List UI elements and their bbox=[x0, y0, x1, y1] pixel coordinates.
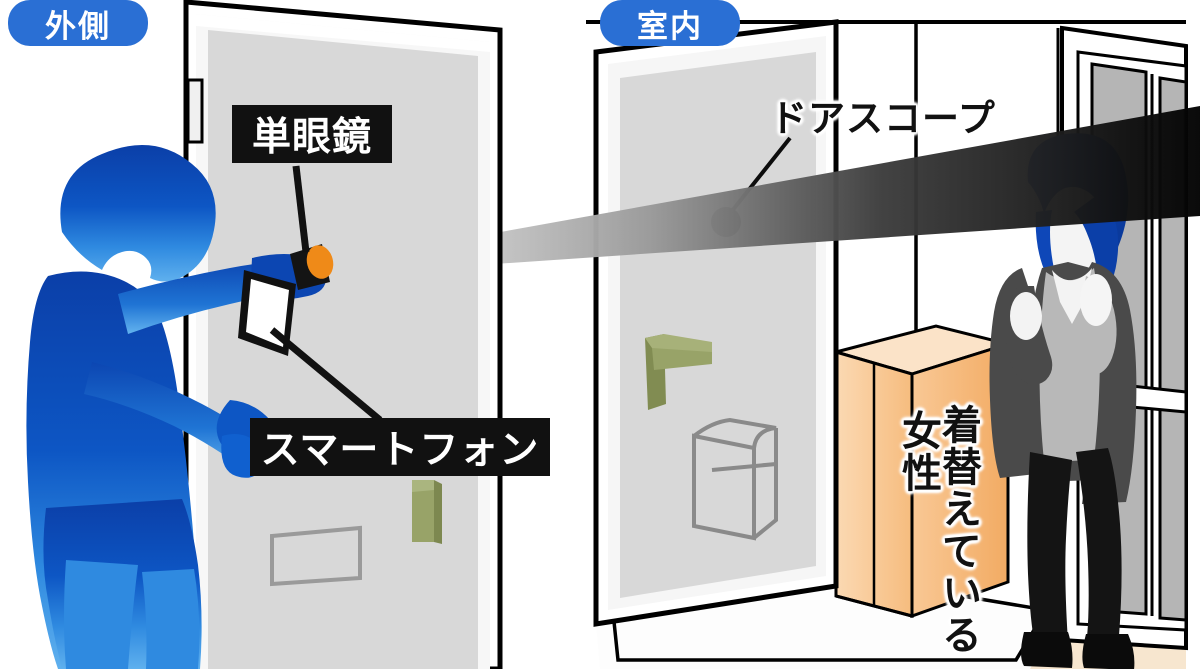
exterior-door-panel bbox=[208, 30, 478, 669]
woman-shoe-right bbox=[1082, 634, 1135, 669]
man-arm-lower bbox=[84, 362, 266, 472]
exterior-mail-slot bbox=[270, 525, 362, 587]
woman-hand-left bbox=[1010, 292, 1042, 340]
interior-door-handle bbox=[645, 334, 712, 410]
interior-mail-slot bbox=[692, 417, 778, 541]
man-leg-left bbox=[64, 560, 138, 669]
woman-pants-right bbox=[1076, 448, 1122, 648]
callout-smartphone: スマートフォン bbox=[250, 418, 550, 476]
woman-hand-right bbox=[1080, 274, 1112, 326]
monocular-lens bbox=[306, 245, 334, 279]
callout-changing-woman: 着替えている bbox=[936, 404, 980, 656]
smartphone-leader-line bbox=[269, 327, 383, 423]
view-beam bbox=[312, 106, 1200, 276]
smartphone-screen bbox=[246, 279, 289, 347]
door-hinge bbox=[186, 78, 204, 144]
man-head bbox=[60, 145, 216, 282]
exterior-door-handle bbox=[412, 480, 442, 544]
label-inside-badge: 室内 bbox=[600, 0, 740, 46]
woman-shoe-left bbox=[1021, 632, 1073, 668]
wardrobe-cabinet bbox=[830, 324, 1014, 619]
monocular bbox=[290, 165, 334, 290]
callout-woman: 女性 bbox=[896, 410, 940, 494]
smartphone bbox=[238, 270, 383, 423]
callout-doorscope: ドアスコープ bbox=[770, 98, 996, 139]
callout-monocular: 単眼鏡 bbox=[232, 105, 392, 163]
woman-pants-left bbox=[1027, 452, 1072, 642]
exterior-door bbox=[183, 0, 503, 669]
monocular-leader-line bbox=[292, 165, 310, 253]
man-leg-right bbox=[142, 569, 200, 669]
label-outside-badge: 外側 bbox=[8, 0, 148, 46]
